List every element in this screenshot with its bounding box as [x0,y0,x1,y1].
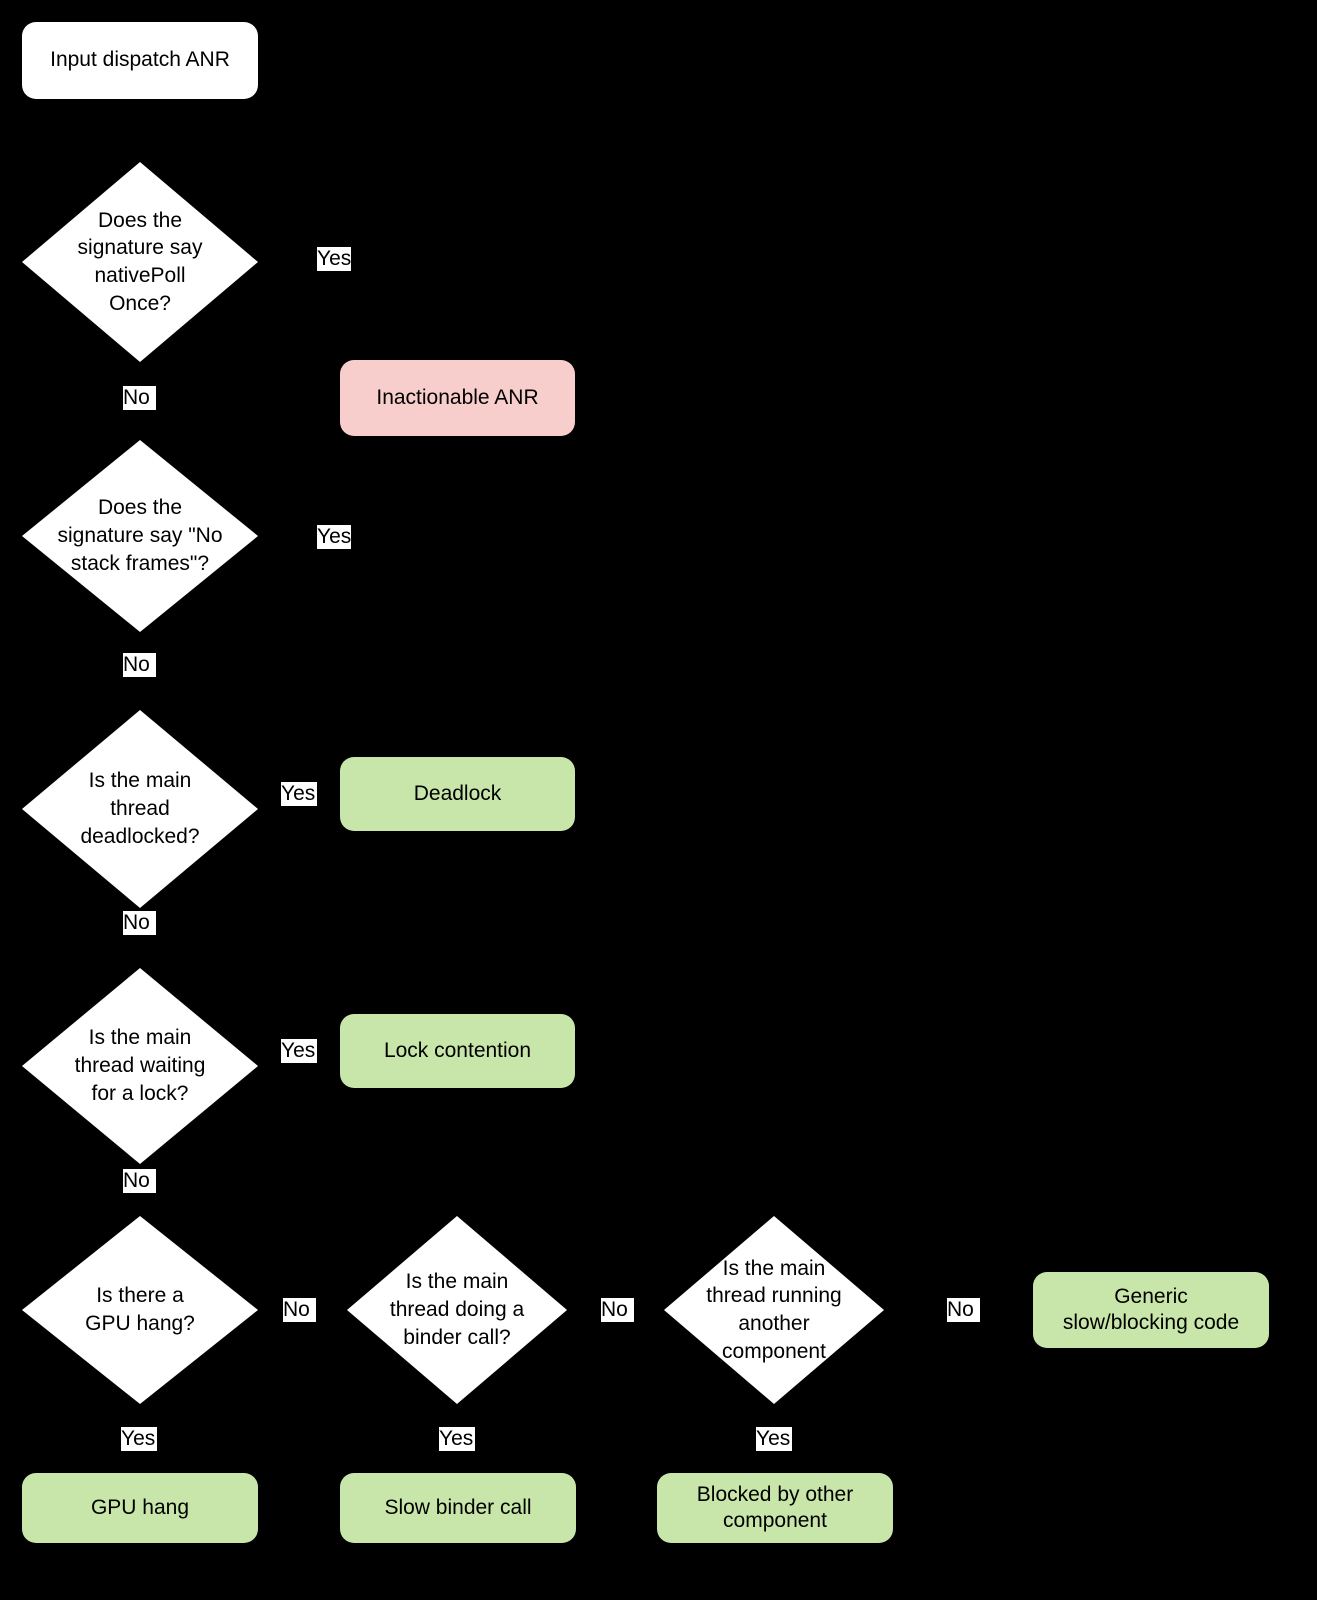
node-inactionable-anr[interactable]: Inactionable ANR [340,360,575,436]
node-blocked-by-other-component[interactable]: Blocked by other component [657,1473,893,1543]
edge-label-d6-no: No [601,1298,634,1322]
diamond-shape [664,1216,884,1404]
diamond-shape [22,968,258,1164]
edge-label-d5-no: No [283,1298,316,1322]
edge-label-d5-yes: Yes [121,1427,157,1451]
edge-label-d2-yes: Yes [317,525,351,549]
edge-label-d7-no: No [947,1298,980,1322]
decision-main-thread-waiting-lock[interactable]: Is the main thread waiting for a lock? [22,968,258,1164]
decision-running-another-component[interactable]: Is the main thread running another compo… [664,1216,884,1404]
decision-no-stack-frames[interactable]: Does the signature say "No stack frames"… [22,440,258,632]
node-gpu-hang-result[interactable]: GPU hang [22,1473,258,1543]
diamond-shape [347,1216,567,1404]
edge-label-d1-no: No [123,386,156,410]
diamond-shape [22,440,258,632]
diamond-shape [22,1216,258,1404]
edge-label-d1-yes: Yes [317,247,351,271]
edge-label-d7-yes: Yes [756,1427,792,1451]
node-start-input-dispatch-anr[interactable]: Input dispatch ANR [22,22,258,99]
edge-label-d4-yes: Yes [281,1039,317,1063]
edge-label-d4-no: No [123,1169,156,1193]
node-deadlock[interactable]: Deadlock [340,757,575,831]
node-lock-contention[interactable]: Lock contention [340,1014,575,1088]
edge-label-d2-no: No [123,653,156,677]
node-slow-binder-call[interactable]: Slow binder call [340,1473,576,1543]
decision-native-poll-once[interactable]: Does the signature say nativePoll Once? [22,162,258,362]
decision-binder-call[interactable]: Is the main thread doing a binder call? [347,1216,567,1404]
edge-label-d3-no: No [123,911,156,935]
decision-gpu-hang[interactable]: Is there a GPU hang? [22,1216,258,1404]
node-generic-slow-blocking-code[interactable]: Generic slow/blocking code [1033,1272,1269,1348]
diamond-shape [22,710,258,908]
decision-main-thread-deadlocked[interactable]: Is the main thread deadlocked? [22,710,258,908]
edge-label-d6-yes: Yes [439,1427,475,1451]
edge-label-d3-yes: Yes [281,782,317,806]
diamond-shape [22,162,258,362]
